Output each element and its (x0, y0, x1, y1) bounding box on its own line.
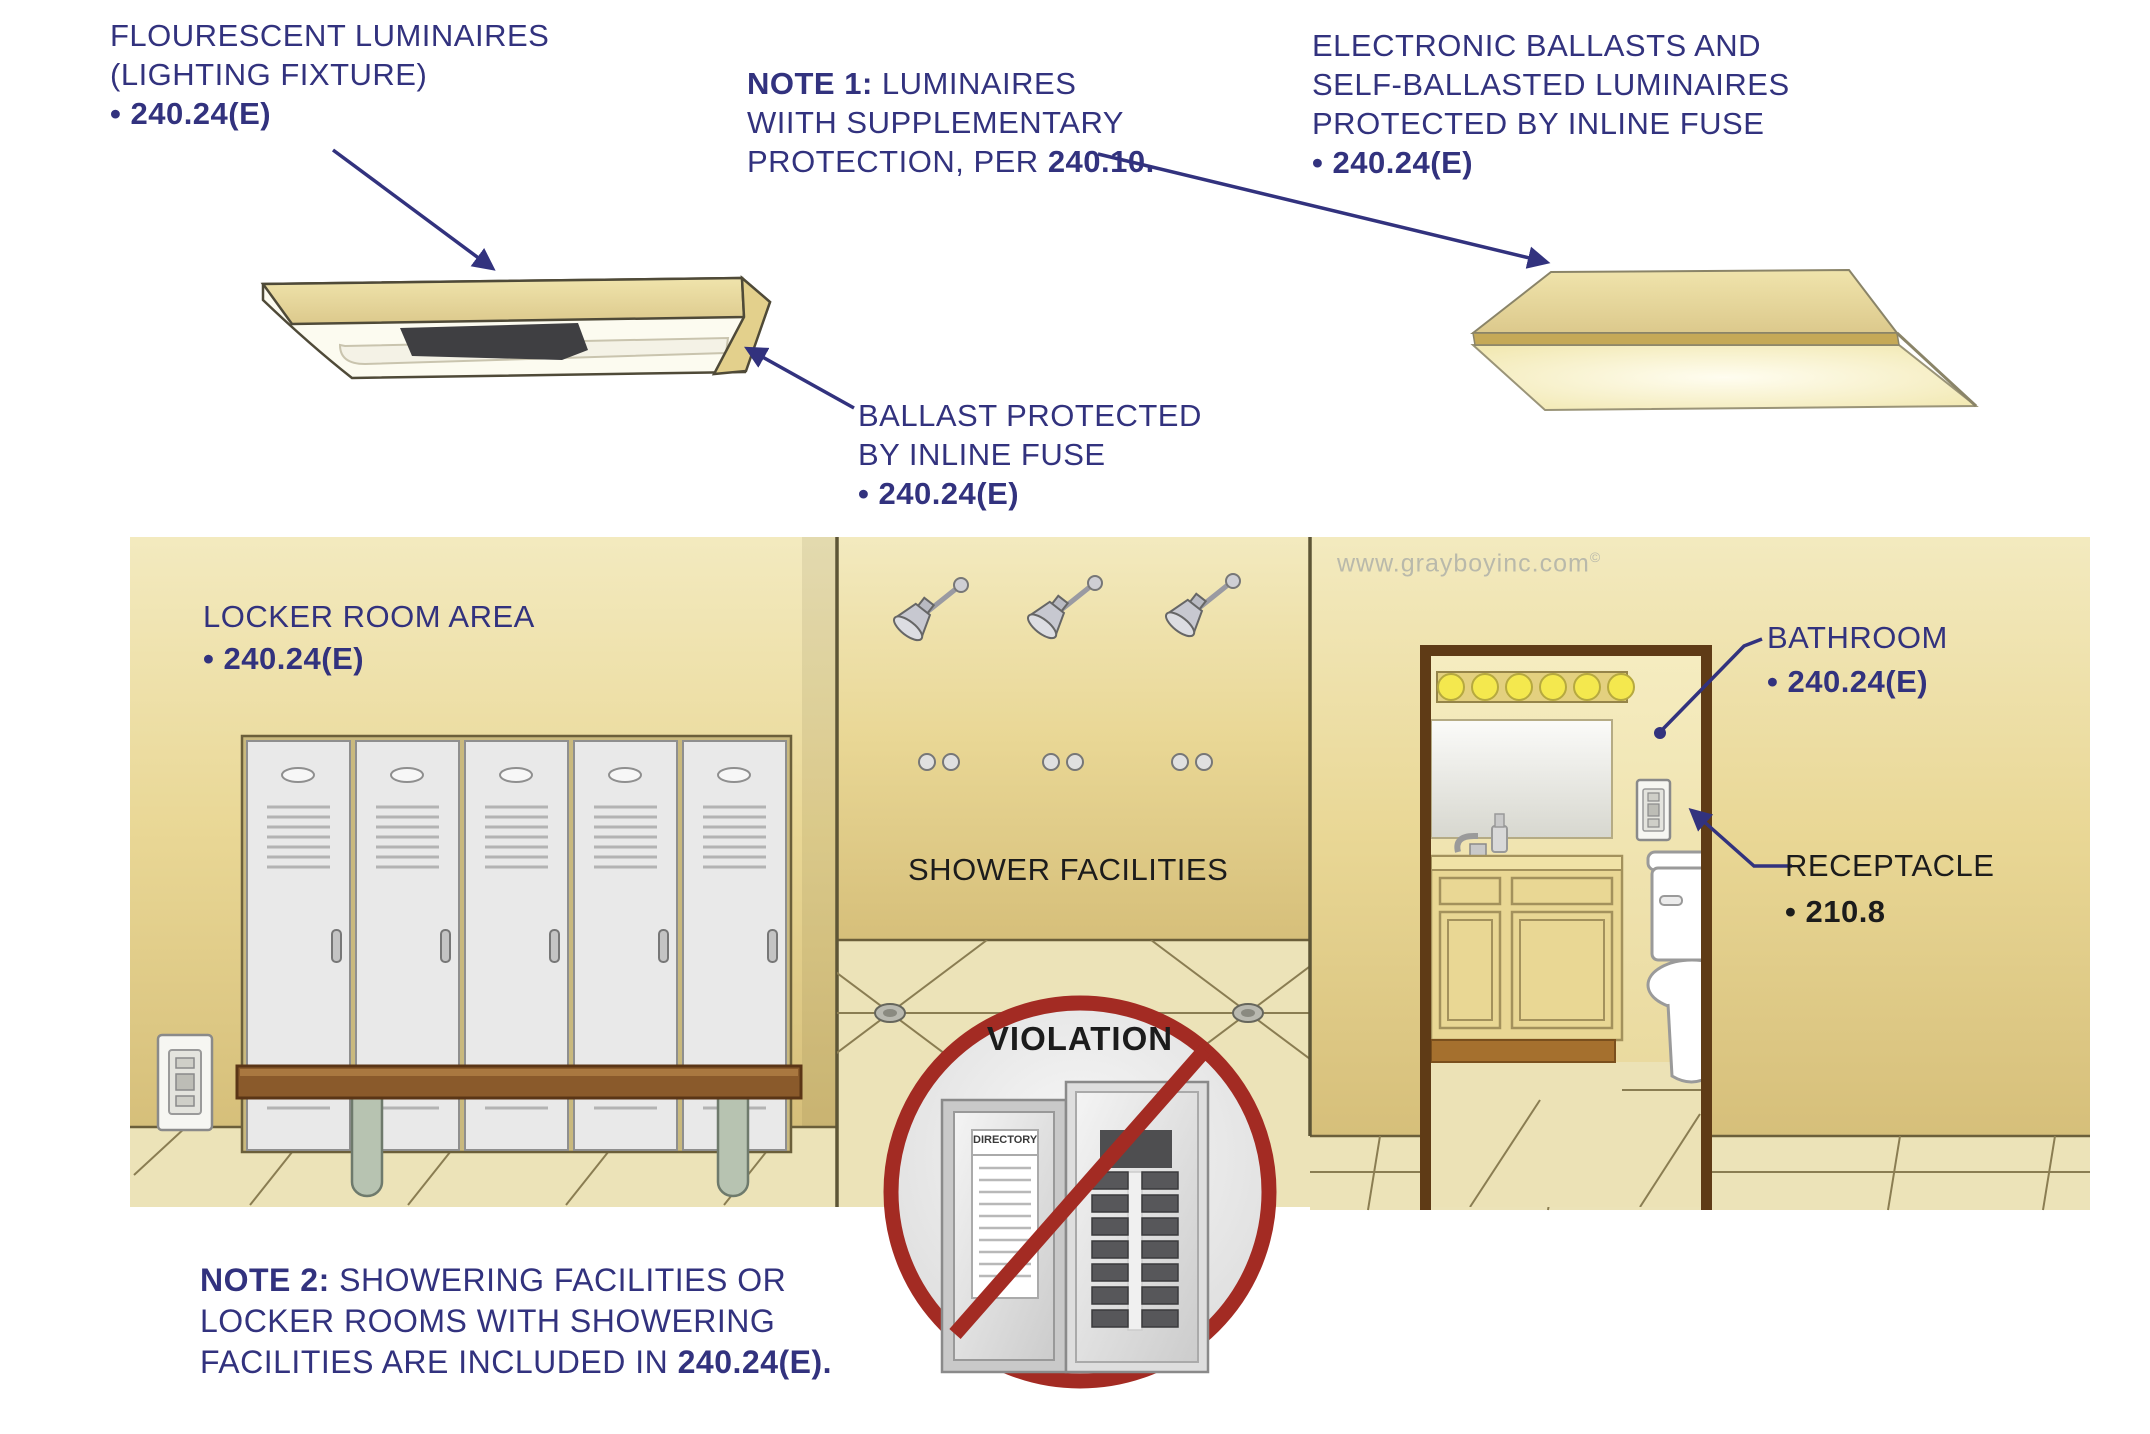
code-reference: • 240.24(E) (1312, 145, 1474, 180)
locker-room-section (130, 537, 837, 1207)
label-line: PROTECTED BY INLINE FUSE (1312, 106, 1765, 141)
vanity-kick (1431, 1039, 1616, 1063)
flat-panel-fixture-illustration (1470, 268, 1979, 412)
locker-handle (331, 929, 342, 963)
shower-knobs (918, 753, 1213, 771)
watermark-text: www.grayboyinc.com (1337, 549, 1590, 578)
leader-bathroom (1660, 637, 1763, 732)
label-bathroom: BATHROOM • 240.24(E) (1767, 616, 1948, 704)
floor-drain-icon (874, 1003, 906, 1023)
label-shower-facilities: SHOWER FACILITIES (908, 850, 1228, 889)
shower-head-icon (1027, 575, 1103, 640)
wall-shadow (802, 537, 837, 1127)
label-line: BY INLINE FUSE (858, 437, 1106, 472)
code-reference: • 240.24(E) (203, 641, 365, 676)
mirror (1431, 719, 1613, 839)
breaker-panel (1064, 1080, 1210, 1374)
label-line: (LIGHTING FIXTURE) (110, 57, 428, 92)
bathroom-receptacle-icon (1635, 778, 1672, 842)
label-receptacle: RECEPTACLE • 210.8 (1785, 843, 1994, 935)
label-line: RECEPTACLE (1785, 848, 1995, 883)
label-ballast-protected: BALLAST PROTECTED BY INLINE FUSE • 240.2… (858, 396, 1202, 513)
note2-line3: FACILITIES ARE INCLUDED IN (200, 1344, 678, 1380)
shower-head-icon (1165, 573, 1241, 638)
note1-rest: LUMINAIRES (872, 66, 1077, 101)
label-line: NOTE 1: LUMINAIRES (747, 64, 1155, 103)
code-reference: 240.10. (1047, 144, 1155, 179)
toilet-icon (1646, 850, 1701, 1084)
label-fluorescent-luminaires: FLOURESCENT LUMINAIRES (LIGHTING FIXTURE… (110, 16, 549, 133)
label-line: PROTECTION, PER 240.10. (747, 142, 1155, 181)
prohibition-slash-icon (949, 1045, 1211, 1339)
code-reference: • 210.8 (1785, 894, 1886, 929)
note2-rest: SHOWERING FACILITIES OR (329, 1262, 787, 1298)
violation-symbol (883, 995, 1277, 1389)
bathroom-section (1308, 537, 2090, 1211)
note2-prefix: NOTE 2: (200, 1262, 330, 1298)
code-reference: 240.24(E). (677, 1344, 833, 1380)
violation-title: VIOLATION (986, 1020, 1174, 1057)
label-line: NOTE 2: SHOWERING FACILITIES OR (200, 1260, 832, 1301)
fluorescent-fixture-illustration (260, 275, 772, 380)
code-reference: • 240.24(E) (110, 96, 272, 131)
label-line: BALLAST PROTECTED (858, 398, 1202, 433)
watermark: www.grayboyinc.com© (1337, 549, 1601, 578)
label-locker-room-area: LOCKER ROOM AREA • 240.24(E) (203, 596, 535, 680)
locker-handle (549, 929, 560, 963)
callout-arrows (331, 148, 1792, 868)
note1-prefix: NOTE 1: (747, 66, 873, 101)
breaker-switches (1091, 1171, 1179, 1328)
bench (235, 1064, 803, 1198)
directory-title: DIRECTORY (973, 1134, 1038, 1146)
note1-line3: PROTECTION, PER (747, 144, 1048, 179)
ballast-block (400, 323, 588, 360)
floor-drain-icon (1232, 1003, 1264, 1023)
arrow-fluorescent (331, 148, 496, 271)
locker-room-gfci-receptacle-icon (156, 1033, 214, 1132)
locker-handle (767, 929, 778, 963)
label-line: FLOURESCENT LUMINAIRES (110, 18, 550, 53)
label-line: LOCKER ROOMS WITH SHOWERING (200, 1303, 776, 1339)
code-reference: • 240.24(E) (1767, 664, 1929, 699)
locker-handle (658, 929, 669, 963)
label-line: BATHROOM (1767, 620, 1948, 655)
label-note2: NOTE 2: SHOWERING FACILITIES OR LOCKER R… (200, 1260, 832, 1383)
label-note1: NOTE 1: LUMINAIRES WIITH SUPPLEMENTARY P… (747, 64, 1155, 181)
bench-leg (350, 1096, 384, 1198)
arrow-electronic (1097, 152, 1551, 269)
label-line: FACILITIES ARE INCLUDED IN 240.24(E). (200, 1342, 832, 1383)
arrow-ballast (744, 346, 855, 410)
leader-dot (1654, 727, 1666, 739)
bench-highlight (240, 1069, 798, 1076)
bathroom-interior (1431, 656, 1701, 1207)
label-line: ELECTRONIC BALLASTS AND (1312, 28, 1762, 63)
bench-leg (716, 1096, 750, 1198)
watermark-symbol: © (1589, 549, 1602, 565)
vanity-light-bar-icon (1436, 671, 1635, 703)
label-line: WIITH SUPPLEMENTARY (747, 105, 1124, 140)
shower-head-icon (893, 577, 969, 642)
bathroom-floor (1431, 1062, 1701, 1207)
label-line: SHOWER FACILITIES (908, 852, 1229, 887)
label-electronic-ballasts: ELECTRONIC BALLASTS AND SELF-BALLASTED L… (1312, 26, 1790, 182)
vanity-cabinet (1431, 854, 1624, 1063)
label-line: SELF-BALLASTED LUMINAIRES (1312, 67, 1790, 102)
label-line: LOCKER ROOM AREA (203, 599, 535, 634)
locker-handle (440, 929, 451, 963)
arrow-receptacle (1688, 807, 1792, 868)
code-reference: • 240.24(E) (858, 476, 1020, 511)
